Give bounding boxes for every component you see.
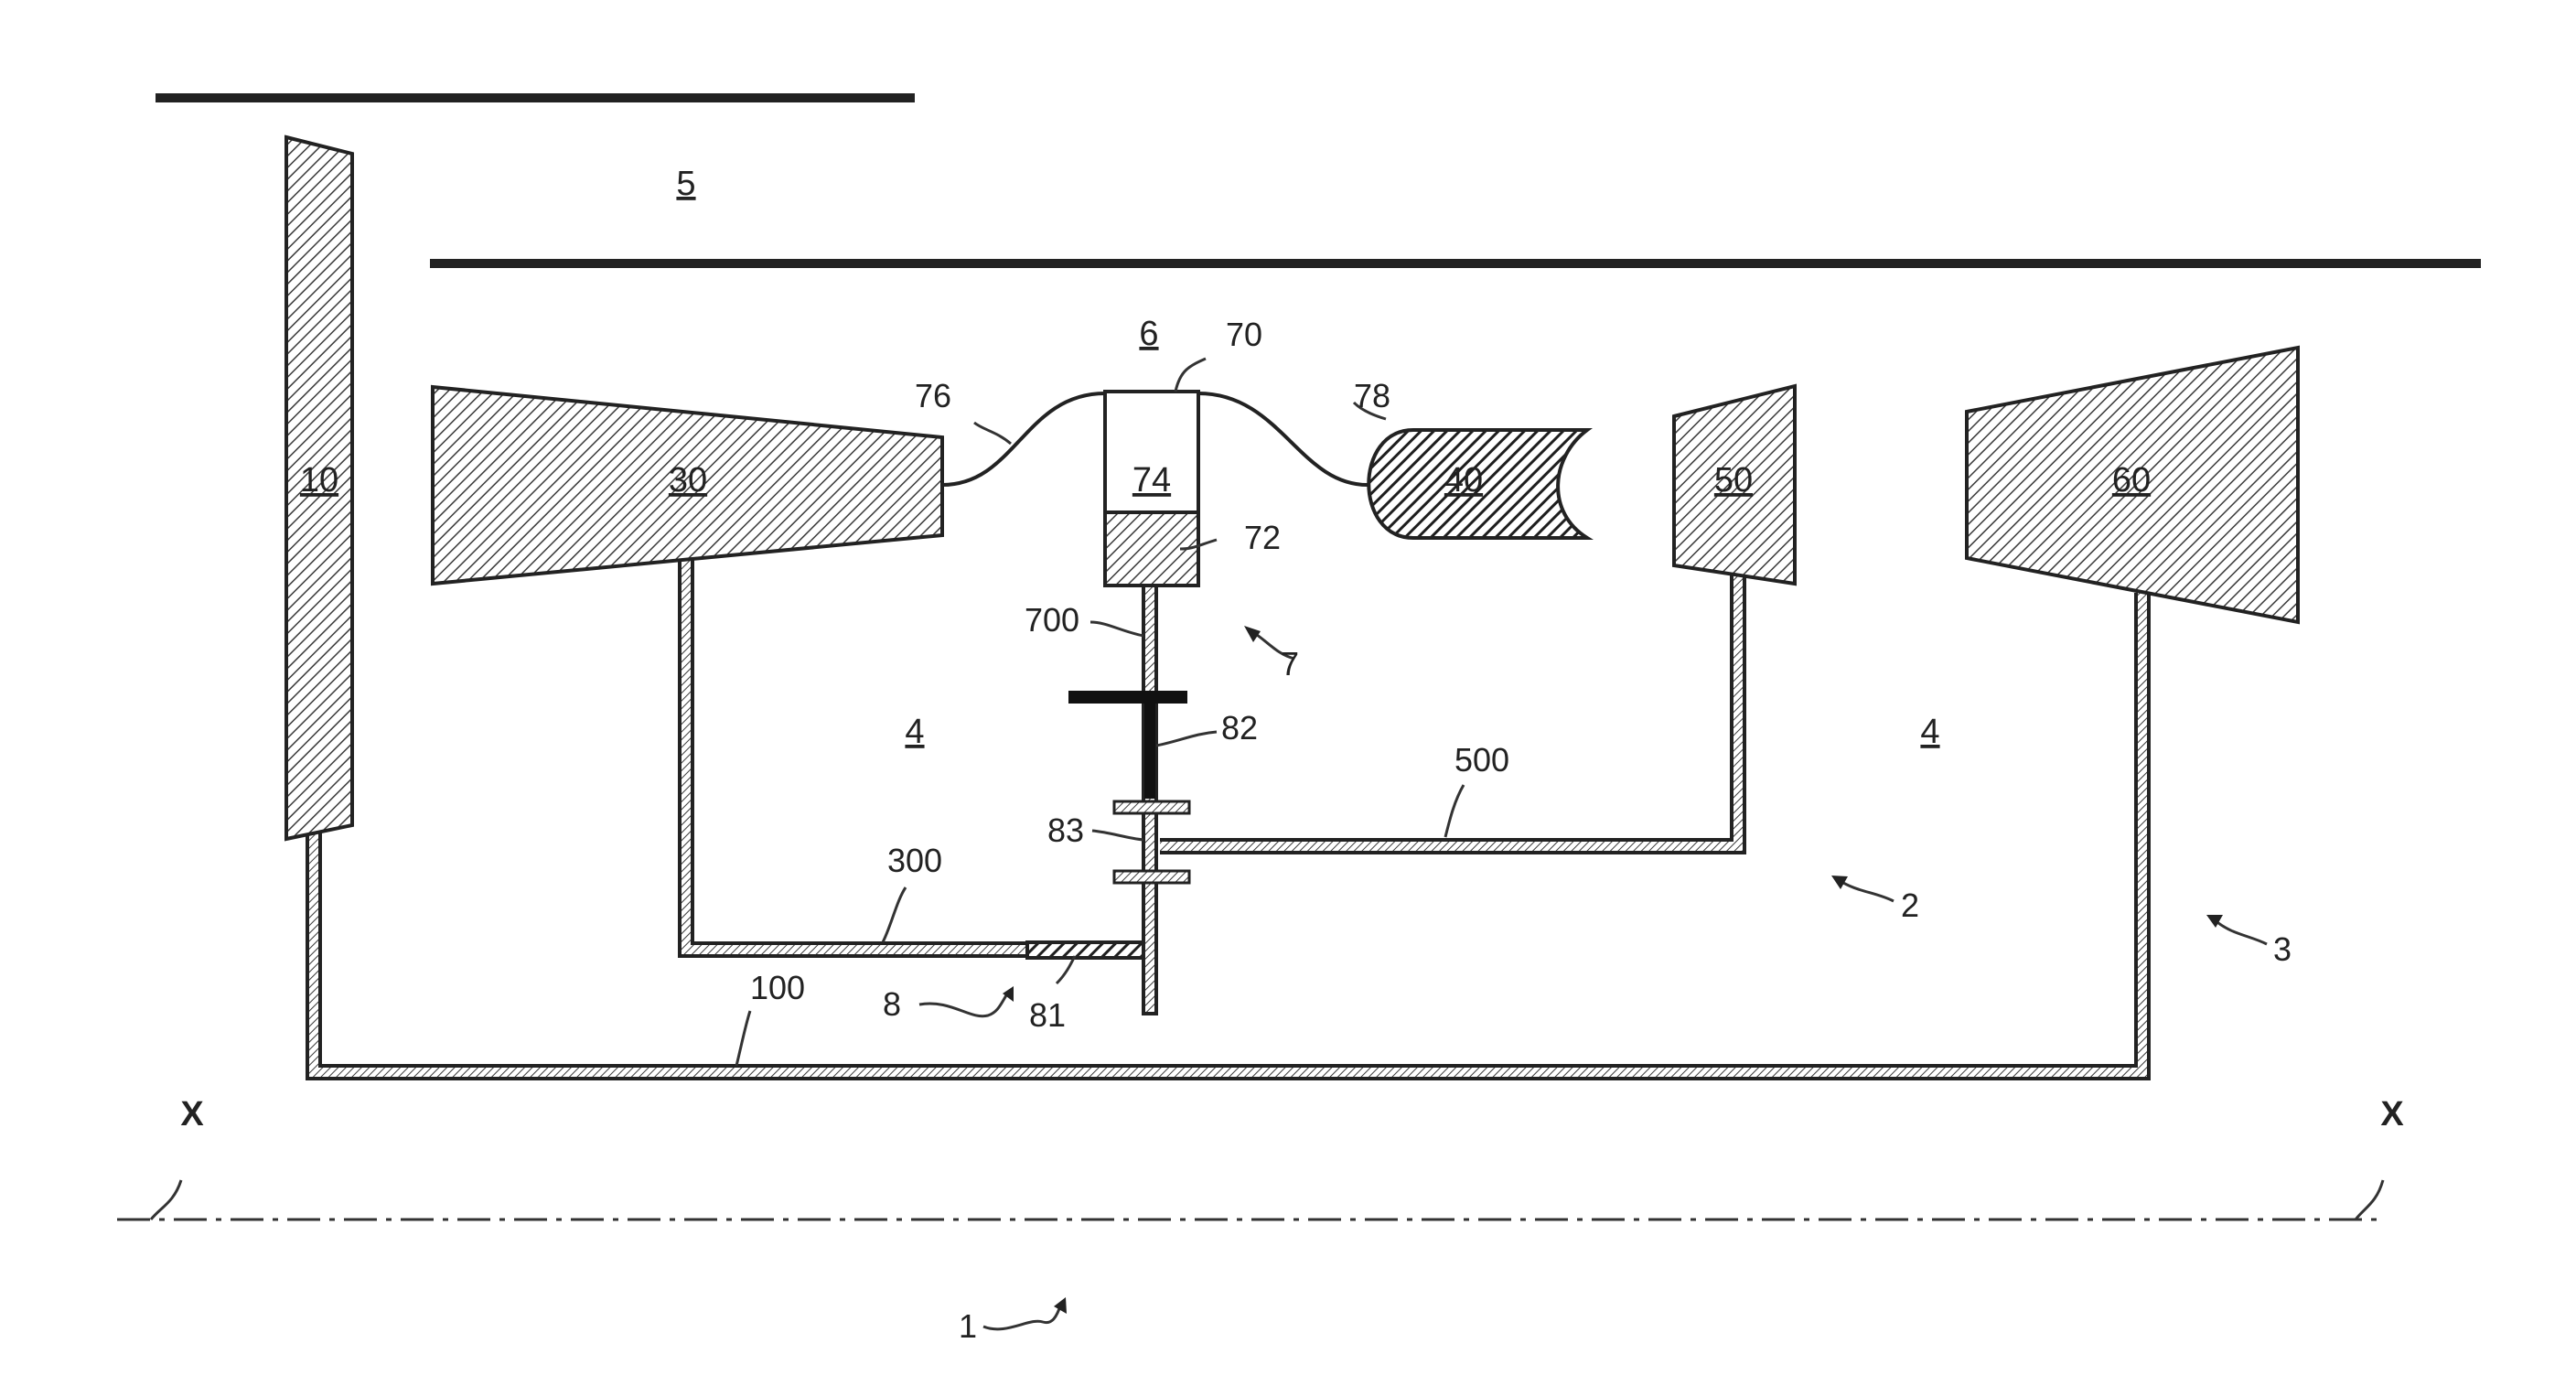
shaft-100-inner — [314, 593, 2142, 1072]
arrow-1-head — [1054, 1297, 1067, 1314]
shaft-300 — [686, 558, 1029, 950]
label-100: 100 — [750, 969, 805, 1006]
shaft-500 — [1160, 564, 1738, 846]
label-2: 2 — [1901, 886, 1919, 924]
gear-81 — [1027, 942, 1148, 958]
gear-83-bottom — [1114, 871, 1189, 883]
label-500: 500 — [1454, 741, 1509, 779]
leader-300 — [883, 887, 906, 942]
arrow-3 — [2214, 919, 2267, 944]
arrow-7-head — [1244, 626, 1261, 642]
leader-83 — [1092, 831, 1143, 840]
shaft-100 — [314, 593, 2142, 1072]
label-zone-5: 5 — [676, 165, 695, 203]
leader-100 — [736, 1011, 750, 1066]
arrow-1 — [983, 1304, 1061, 1329]
label-700: 700 — [1025, 601, 1079, 639]
label-300: 300 — [887, 842, 942, 879]
label-zone-4-left: 4 — [905, 713, 924, 751]
shaft-300-inner — [686, 558, 1029, 950]
label-83: 83 — [1047, 811, 1084, 849]
label-combustor: 40 — [1444, 461, 1483, 500]
label-78: 78 — [1354, 377, 1390, 414]
shaft-500-inner — [1160, 564, 1738, 846]
label-76: 76 — [915, 377, 951, 414]
leader-81 — [1057, 956, 1075, 983]
label-hp-turbine: 50 — [1714, 461, 1753, 500]
line-78 — [1198, 393, 1368, 485]
label-7: 7 — [1281, 645, 1299, 682]
leader-82 — [1156, 732, 1217, 746]
axis-leader-right — [2356, 1180, 2383, 1219]
label-81: 81 — [1029, 996, 1066, 1034]
leader-70 — [1175, 359, 1206, 392]
label-housing: 70 — [1226, 316, 1262, 353]
label-chamber: 74 — [1132, 461, 1171, 500]
label-zone-4-right: 4 — [1920, 713, 1939, 751]
label-piston: 72 — [1244, 519, 1281, 556]
line-76 — [942, 393, 1105, 485]
leader-500 — [1445, 785, 1464, 837]
gear-83-top — [1114, 801, 1189, 813]
label-fan: 10 — [300, 461, 338, 500]
gear-82-bar — [1068, 691, 1187, 704]
arrow-8 — [919, 993, 1008, 1016]
label-axis-right: X — [2380, 1095, 2404, 1134]
label-lp-turbine: 60 — [2112, 461, 2151, 500]
axis-leader-left — [151, 1180, 181, 1219]
label-compressor: 30 — [669, 461, 707, 500]
leader-700 — [1090, 622, 1143, 636]
arrow-2 — [1839, 880, 1894, 901]
label-1: 1 — [959, 1307, 977, 1345]
label-3: 3 — [2273, 930, 2292, 968]
label-axis-left: X — [180, 1095, 204, 1134]
label-8: 8 — [883, 985, 901, 1023]
label-82: 82 — [1221, 709, 1258, 747]
leader-76 — [974, 423, 1011, 444]
gear-82-stem — [1144, 700, 1155, 799]
output-shaft-700 — [1143, 586, 1156, 1014]
label-zone-6: 6 — [1139, 315, 1158, 353]
